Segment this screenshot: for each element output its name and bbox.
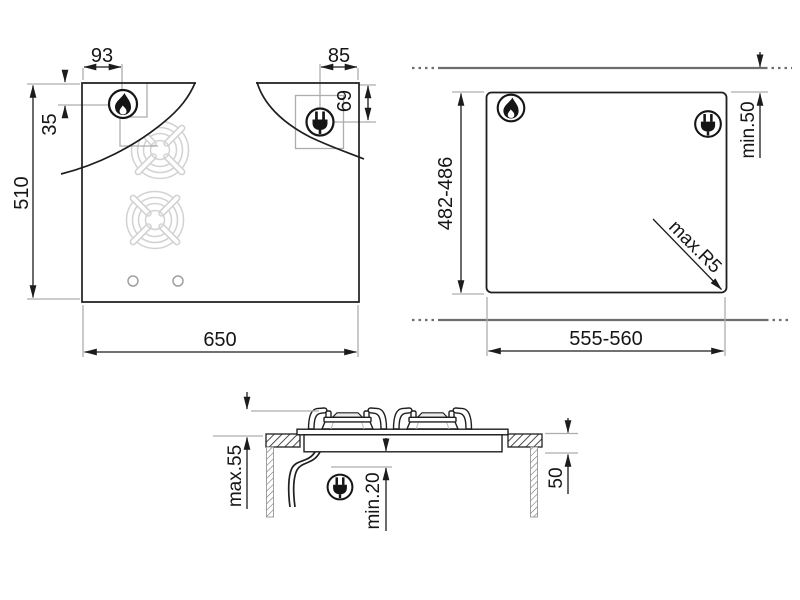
burner-right <box>392 407 473 430</box>
section-view: max.55 min.20 50 <box>213 392 578 531</box>
burner-grate-lower <box>127 192 184 249</box>
cabinet-side-right <box>530 446 538 518</box>
worktop-left <box>265 433 301 448</box>
cabinet-side-left <box>266 446 274 518</box>
plug-icon <box>694 110 722 138</box>
control-knobs <box>127 275 184 287</box>
dim-label: 69 <box>334 90 356 112</box>
dim-label: 482-486 <box>435 157 457 230</box>
burner-grate-upper <box>132 122 189 179</box>
dim-plug-offset-y: 69 <box>334 85 372 121</box>
dim-below-worktop: 50 <box>545 418 578 494</box>
power-connection-outline <box>294 64 376 150</box>
dim-label: min.20 <box>363 472 384 529</box>
cutout-view: 482-486 min.50 max.R5 555-560 <box>412 52 792 356</box>
dim-depth: 510 <box>11 83 80 300</box>
dim-wall-clearance: min.50 <box>731 52 768 159</box>
dim-label: 85 <box>328 45 350 67</box>
break-line-left <box>60 82 196 175</box>
cutout-rect <box>485 91 728 294</box>
power-cable <box>287 451 321 508</box>
plug-icon <box>305 107 335 137</box>
dim-gas-offset-x: 93 <box>82 45 122 80</box>
hob-body <box>303 434 503 453</box>
dim-label: 555-560 <box>569 328 642 350</box>
hob-outline <box>60 81 365 303</box>
dim-cutout-width: 555-560 <box>486 297 726 356</box>
dim-gas-offset-y: 35 <box>39 69 69 136</box>
dim-cutout-depth: 482-486 <box>435 91 484 295</box>
dim-label: 510 <box>11 176 33 209</box>
dim-label: min.50 <box>738 101 759 158</box>
dim-width: 650 <box>82 305 359 357</box>
hob-glass <box>296 428 509 436</box>
dim-plug-offset-x: 85 <box>320 45 359 80</box>
dim-label: 650 <box>203 329 236 351</box>
dim-label: 50 <box>546 467 567 488</box>
top-view: 93 85 35 69 510 650 <box>11 45 376 357</box>
dim-label: max.55 <box>225 445 246 507</box>
dim-clearance-below: min.20 <box>331 438 392 531</box>
dim-label: 93 <box>91 45 113 67</box>
burner-left <box>307 407 388 430</box>
dim-above-worktop: max.55 <box>213 392 319 509</box>
break-line-right <box>256 81 365 160</box>
flame-icon <box>496 93 526 123</box>
dim-label: 35 <box>39 113 61 135</box>
worktop-right <box>507 433 543 448</box>
plug-icon <box>326 473 354 501</box>
flame-icon <box>107 88 139 120</box>
